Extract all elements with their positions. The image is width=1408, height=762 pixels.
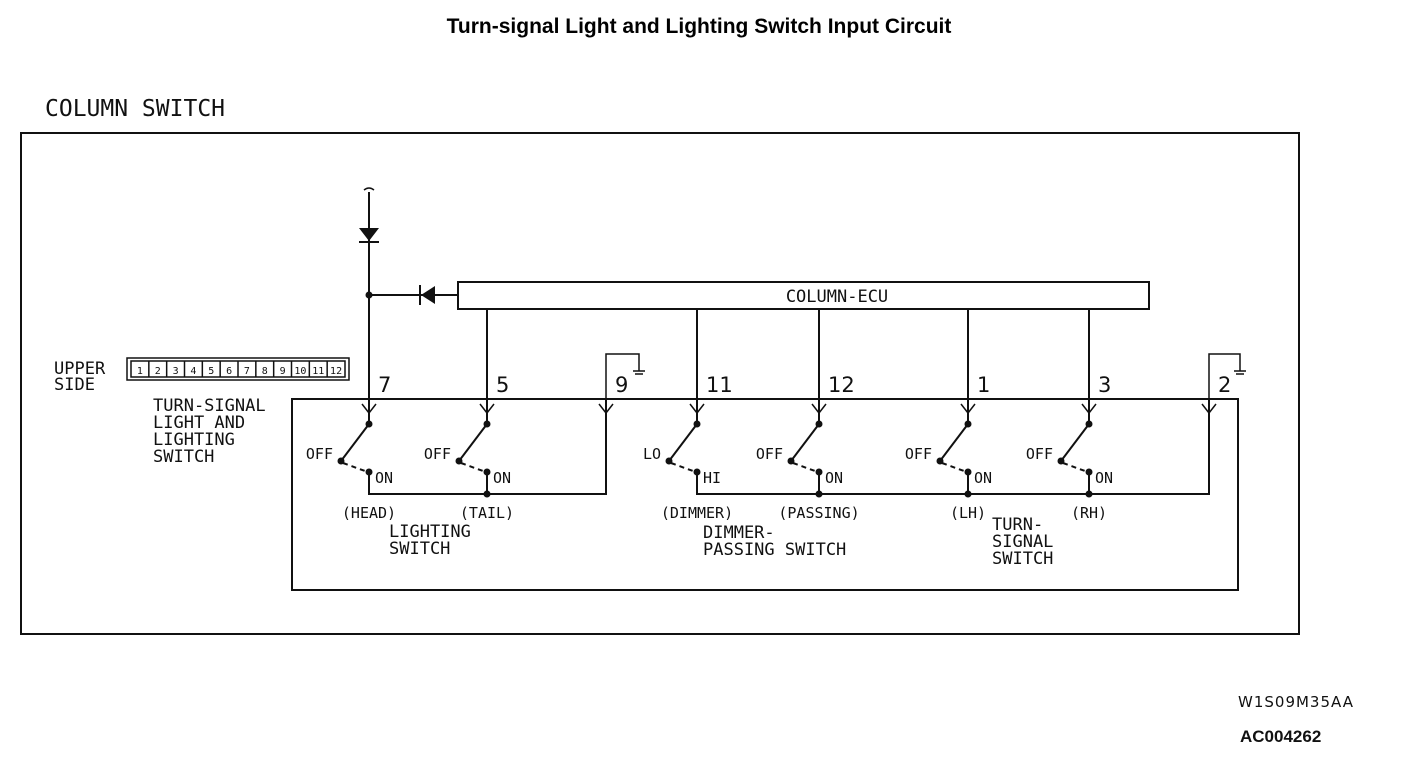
connector-pin-9: 9 [280,366,286,377]
junction-dot [365,291,373,299]
switch-travel [342,462,366,472]
connector-pin-10: 10 [294,366,306,377]
turn-signal-label-2: SIGNAL [992,532,1053,552]
switch-off-label: OFF [1026,445,1053,463]
switch-travel [670,462,694,472]
switch-off-contact [936,457,944,465]
connector-pin-4: 4 [190,366,196,377]
switch-travel [1062,462,1086,472]
switch-lh: OFF ON (LH) [905,420,992,522]
turn-signal-label-3: SWITCH [992,549,1053,569]
switch-tail: OFF ON (TAIL) [424,420,514,522]
switch-position-label: (TAIL) [460,504,514,522]
ecu-diode-icon [419,285,435,305]
switch-on-label: ON [1095,469,1113,487]
switch-position-label: (PASSING) [778,504,859,522]
terminal-label-7: 7 [378,373,391,397]
terminal-label-5: 5 [496,373,509,397]
assembly-label-4: SWITCH [153,447,214,467]
connector-pin-6: 6 [226,366,232,377]
figure-code: W1S09M35AA [1238,693,1354,711]
lighting-switch-label-2: SWITCH [389,539,450,559]
connector-pin-1: 1 [137,366,143,377]
assembly-label-2: LIGHT AND [153,413,245,433]
switch-head: OFF ON (HEAD) [306,420,396,522]
connector-pin-3: 3 [173,366,179,377]
dimmer-switch-label-2: PASSING SWITCH [703,540,846,560]
switch-on-label: ON [375,469,393,487]
switch-rh: OFF ON (RH) [1026,420,1113,522]
switch-off-label: OFF [424,445,451,463]
connector-pin-7: 7 [244,366,250,377]
connector-label-upper: UPPER [54,359,106,379]
connector-pin-8: 8 [262,366,268,377]
ground-icon [605,353,645,399]
terminal-label-2: 2 [1218,373,1231,397]
terminal-label-9: 9 [615,373,628,397]
switch-dimmer: LO HI (DIMMER) [643,420,733,522]
connector-label-side: SIDE [54,375,95,395]
connector-pin-2: 2 [155,366,161,377]
switch-travel [941,462,965,472]
switch-off-contact [1057,457,1065,465]
switch-off-contact [455,457,463,465]
switch-blade [939,423,969,462]
switch-blade [458,423,488,462]
connector-pin-12: 12 [330,366,342,377]
connector-pin-5: 5 [208,366,214,377]
switch-position-label: (LH) [950,504,986,522]
lighting-switch-label-1: LIGHTING [389,522,471,542]
switch-on-label: ON [825,469,843,487]
switch-off-label: OFF [306,445,333,463]
switch-assembly-box [291,398,1239,591]
assembly-label-1: TURN-SIGNAL [153,396,266,416]
switch-on-label: ON [493,469,511,487]
ac-code: AC004262 [1240,727,1321,746]
switch-position-label: (HEAD) [342,504,396,522]
switch-travel [460,462,484,472]
terminal-label-12: 12 [828,373,855,397]
switch-off-contact [787,457,795,465]
terminal-label-1: 1 [977,373,990,397]
switch-on-label: HI [703,469,721,487]
terminal-label-3: 3 [1098,373,1111,397]
signal-common-wire [696,399,1210,495]
ground-icon [1208,353,1246,399]
switch-off-contact [665,457,673,465]
switch-blade [1060,423,1090,462]
turn-signal-label-1: TURN- [992,515,1043,535]
terminal-label-11: 11 [706,373,733,397]
supply-stub [363,187,375,191]
switch-off-label: OFF [756,445,783,463]
assembly-label-3: LIGHTING [153,430,235,450]
column-ecu-label: COLUMN-ECU [786,287,888,307]
switch-off-label: LO [643,445,661,463]
switch-position-label: (DIMMER) [661,504,733,522]
switch-position-label: (RH) [1071,504,1107,522]
switch-blade [340,423,370,462]
switch-blade [668,423,698,462]
switch-on-label: ON [974,469,992,487]
switch-off-contact [337,457,345,465]
switch-passing: OFF ON (PASSING) [756,420,860,522]
switch-off-label: OFF [905,445,932,463]
column-switch-box [20,132,1300,635]
diode-icon [359,228,379,243]
connector-pin-11: 11 [312,366,324,377]
diagram-title: Turn-signal Light and Lighting Switch In… [447,15,952,38]
switch-travel [792,462,816,472]
column-switch-label: COLUMN SWITCH [45,96,225,122]
dimmer-switch-label-1: DIMMER- [703,523,775,543]
switch-blade [790,423,820,462]
